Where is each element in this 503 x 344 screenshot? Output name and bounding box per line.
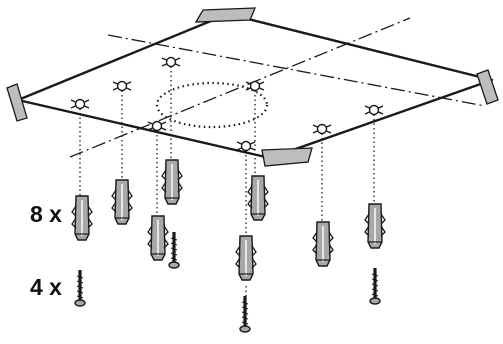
axis-line-short — [69, 17, 411, 158]
wall-plug — [111, 179, 133, 225]
screw — [238, 294, 252, 334]
wall-plug — [235, 235, 257, 281]
screw — [368, 266, 382, 306]
drop-lines — [79, 62, 375, 296]
plugs-quantity-label: 8 x — [30, 201, 62, 227]
wall-plug — [71, 195, 93, 241]
masking-tape-left — [6, 83, 28, 122]
wall-plug — [312, 221, 334, 267]
masking-tape-bottom — [261, 147, 313, 167]
wall-plug — [247, 175, 269, 221]
screws-quantity-label: 4 x — [30, 274, 62, 300]
screw — [73, 268, 87, 308]
screws — [73, 230, 382, 334]
wall-plug — [161, 159, 183, 205]
wall-plug — [364, 203, 386, 249]
masking-tape-right — [476, 69, 499, 105]
wall-plugs — [71, 159, 386, 281]
screw — [167, 230, 181, 270]
masking-tape-top — [194, 7, 256, 23]
wall-plug — [147, 215, 169, 261]
center-cutout-outline — [155, 81, 269, 129]
axis-line-long — [107, 34, 486, 107]
